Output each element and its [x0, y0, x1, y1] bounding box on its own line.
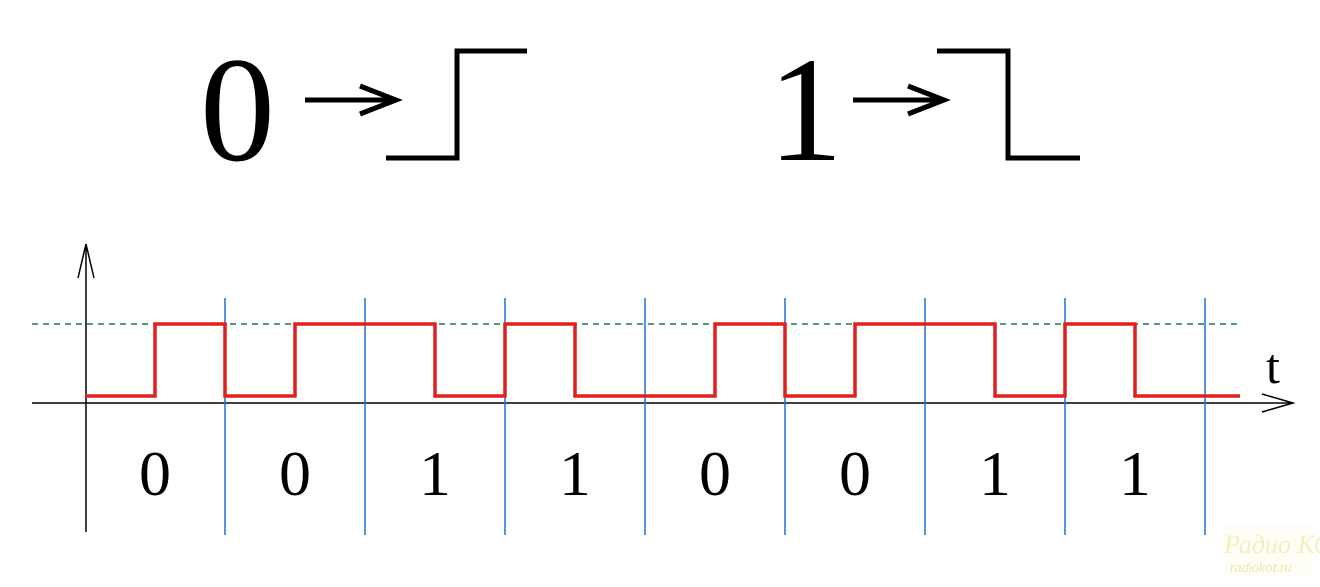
falling-edge-symbol: [937, 48, 1080, 161]
bit-labels: 0 0 1 1 0 0 1 1: [139, 438, 1151, 509]
bit-label: 0: [839, 438, 871, 509]
vertical-axis: [77, 243, 95, 532]
signal-waveform: [85, 322, 1240, 398]
bit-label: 0: [699, 438, 731, 509]
bit-label: 0: [279, 438, 311, 509]
bit-label: 0: [139, 438, 171, 509]
legend-zero: 0: [200, 27, 527, 193]
legend-digit-zero: 0: [200, 27, 275, 193]
bit-label: 1: [1119, 438, 1151, 509]
bit-label: 1: [559, 438, 591, 509]
radiokot-watermark: Радио КОТ radiokot.ru: [1222, 525, 1320, 577]
watermark-brand: Радио КОТ: [1223, 530, 1320, 559]
bit-label: 1: [979, 438, 1011, 509]
legend-digit-one: 1: [768, 27, 843, 193]
legend-one: 1: [768, 27, 1080, 193]
time-axis-label: t: [1266, 338, 1280, 394]
arrow-right-icon: [305, 83, 403, 117]
time-axis: [32, 393, 1296, 413]
bit-label: 1: [419, 438, 451, 509]
arrow-right-icon: [853, 83, 951, 117]
timing-diagram: t 0 0 1 1 0 0 1 1: [32, 243, 1296, 535]
rising-edge-symbol: [386, 48, 527, 161]
watermark-site: radiokot.ru: [1230, 560, 1291, 575]
